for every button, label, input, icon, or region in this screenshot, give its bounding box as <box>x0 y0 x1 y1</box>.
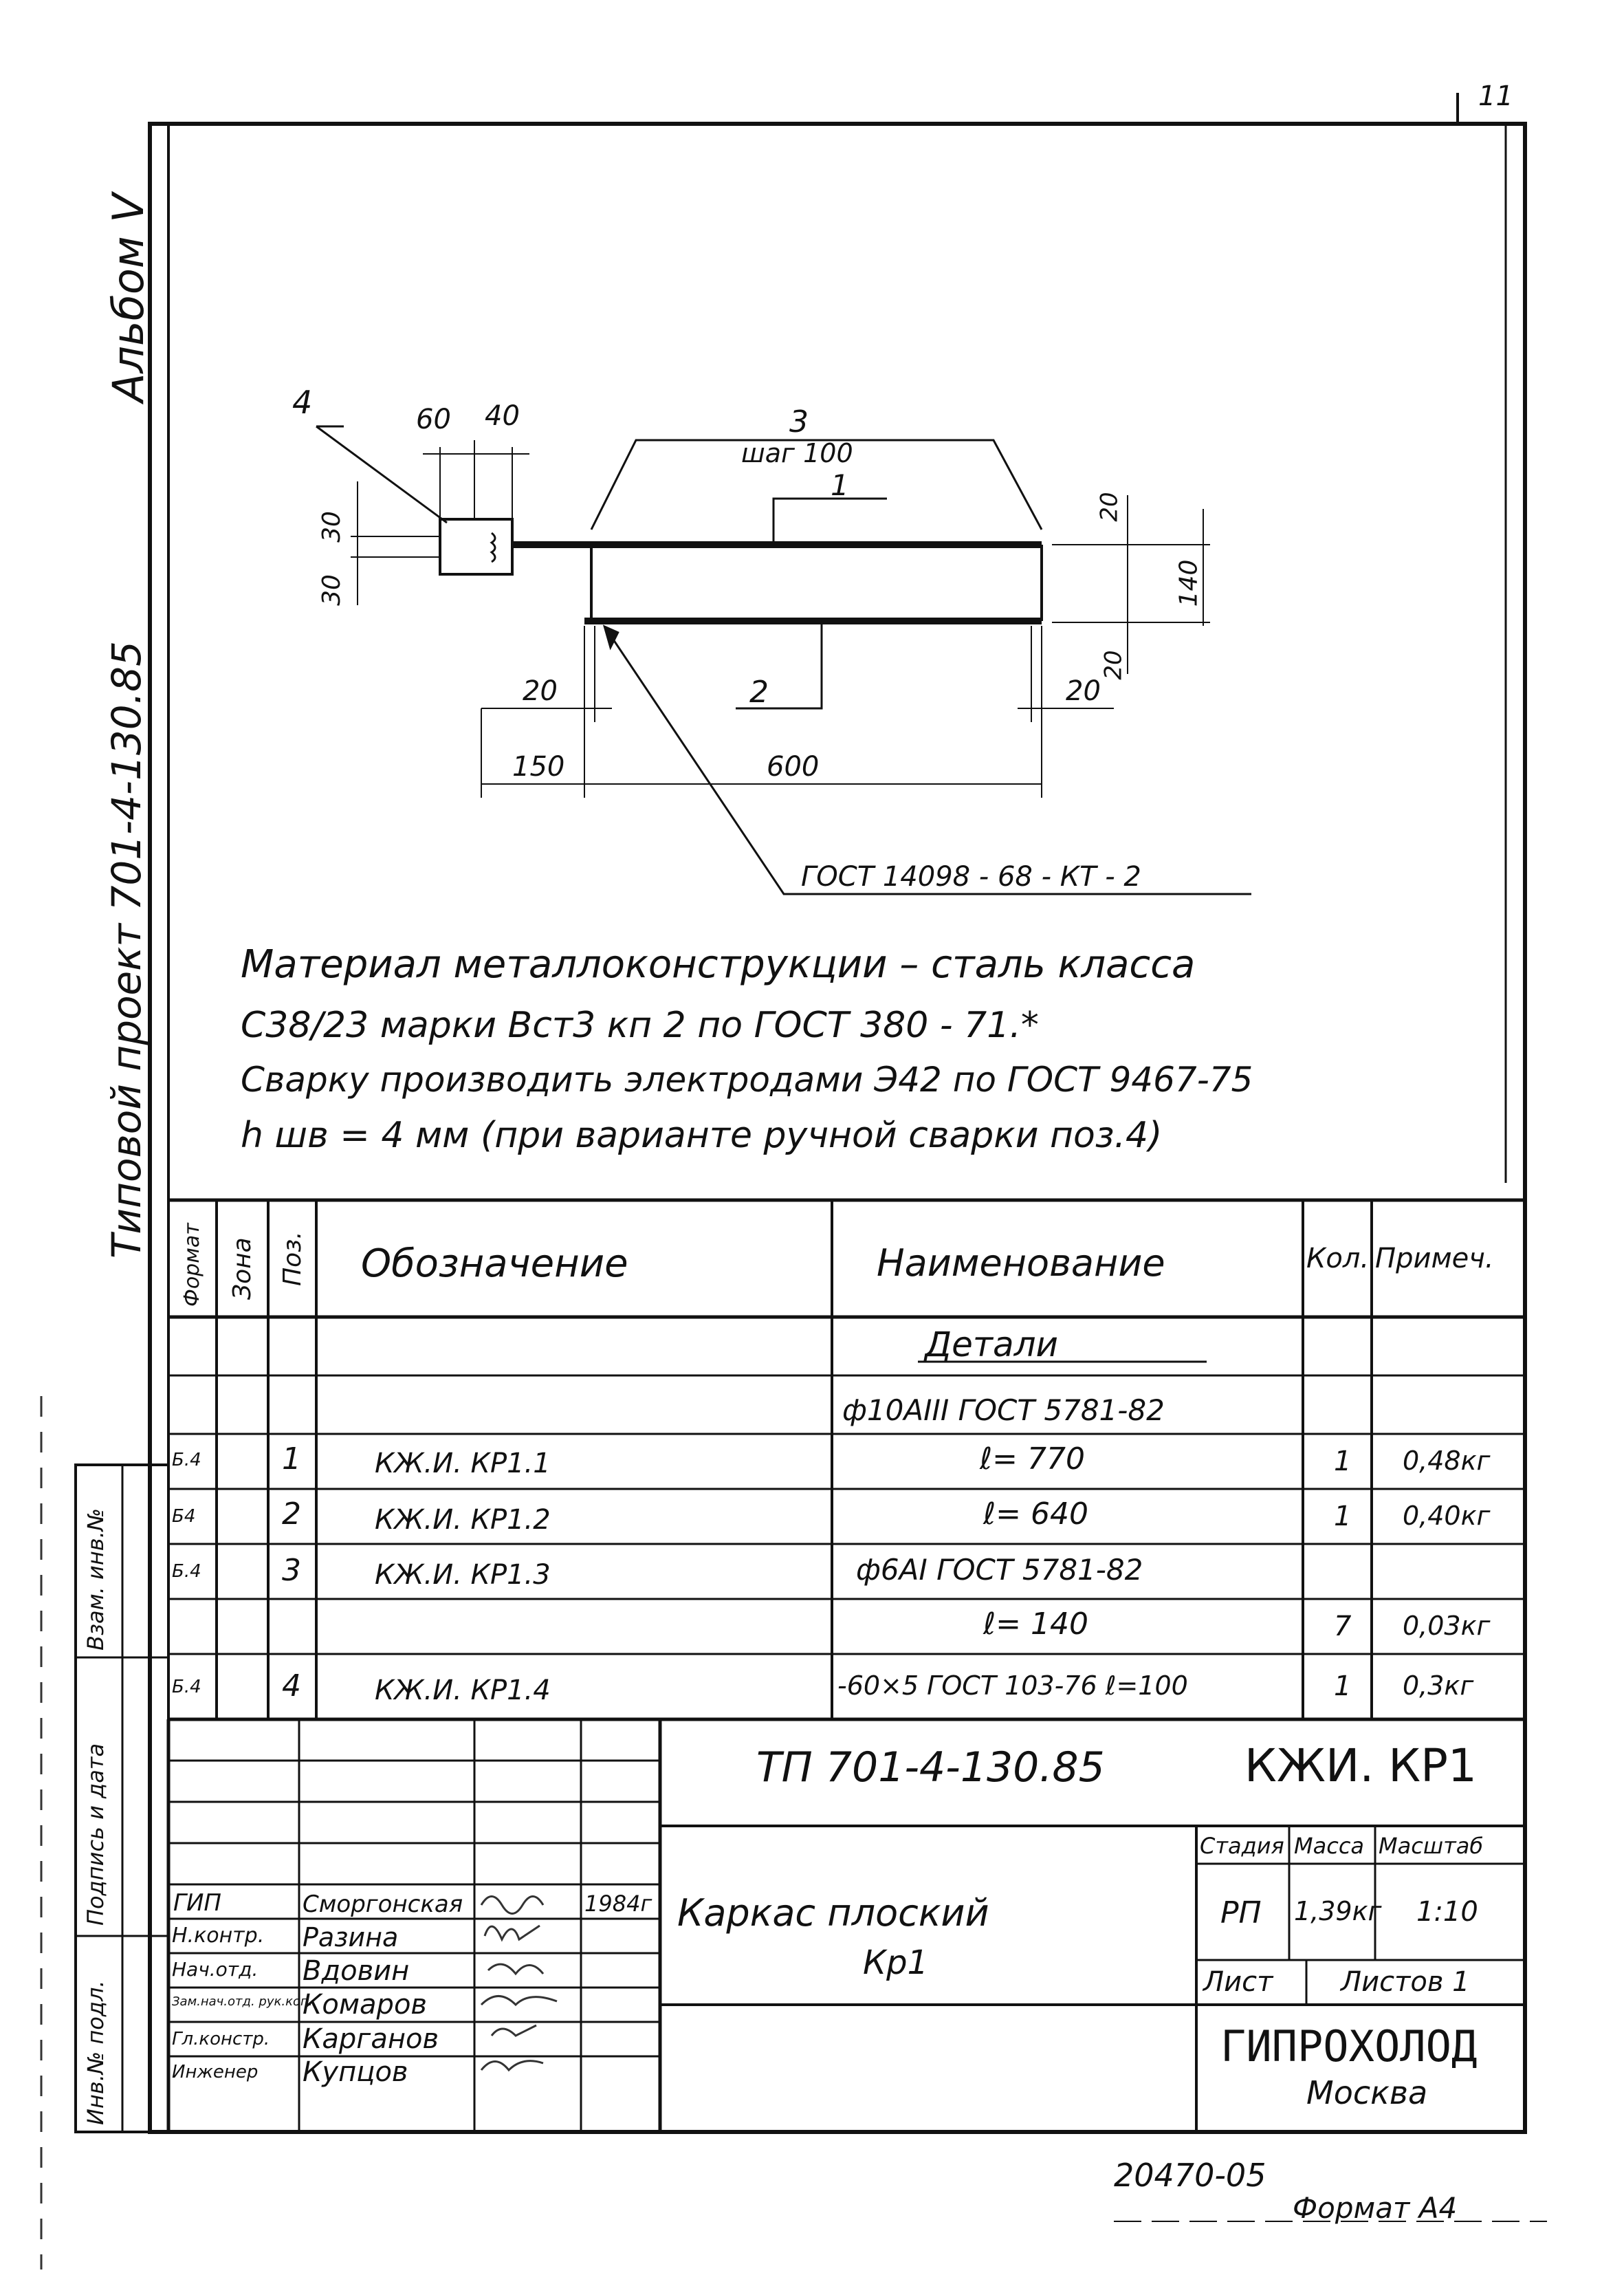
staff-role-nkontr: Н.контр. <box>172 1924 265 1948</box>
scale-value: 1:10 <box>1416 1896 1478 1928</box>
step-label: шаг 100 <box>741 438 853 468</box>
staff-role-engineer: Инженер <box>172 2062 259 2082</box>
spec-row-3-designation: КЖ.И. КР1.3 <box>375 1559 551 1591</box>
spec-header-zone: Зона <box>228 1237 256 1300</box>
spec-row-1-name: ℓ= 770 <box>980 1441 1086 1477</box>
gost-weld-label: ГОСТ 14098 - 68 - КТ - 2 <box>801 861 1141 893</box>
mass-label: Масса <box>1294 1833 1365 1859</box>
spec-row-5-pos: 4 <box>282 1668 301 1703</box>
spec-row-4-name: ℓ= 140 <box>983 1607 1089 1642</box>
dim-140: 140 <box>1174 559 1203 607</box>
spec-row-5-name: -60×5 ГОСТ 103-76 ℓ=100 <box>837 1670 1188 1701</box>
spec-row-5-qty: 1 <box>1334 1670 1352 1702</box>
staff-role-zamnach: Зам.нач.отд. рук.коп. <box>172 1994 313 2009</box>
sheet-frame <box>148 122 1527 2134</box>
spec-header-designation: Обозначение <box>361 1241 628 1286</box>
organization: ГИПРОХОЛОД <box>1220 2021 1478 2071</box>
note-line-3: Сварку производить электродами Э42 по ГО… <box>241 1060 1253 1100</box>
approval-year: 1984г <box>584 1891 652 1917</box>
drawing-code: КЖИ. КР1 <box>1244 1739 1477 1792</box>
spec-header-name: Наименование <box>877 1241 1165 1285</box>
label-pos3: 3 <box>789 404 809 439</box>
spec-row-2-name: ℓ= 640 <box>983 1496 1089 1532</box>
spec-group-details: Детали <box>925 1325 1059 1364</box>
drawing-title-1: Каркас плоский <box>677 1891 989 1935</box>
spec-row-1-qty: 1 <box>1334 1446 1352 1477</box>
dim-150: 150 <box>512 751 565 783</box>
stage-value: РП <box>1220 1895 1262 1930</box>
dim-30-top: 30 <box>317 511 346 543</box>
staff-role-gip: ГИП <box>173 1889 221 1917</box>
spec-row-2-format: Б4 <box>172 1506 196 1527</box>
dim-20-right-bottom: 20 <box>1099 650 1128 680</box>
dim-20-bottom-right: 20 <box>1066 675 1101 707</box>
scale-label: Масштаб <box>1379 1833 1484 1859</box>
spec-row-3-name: ф6АI ГОСТ 5781-82 <box>856 1553 1143 1587</box>
page-corner-number: 11 <box>1478 80 1513 112</box>
note-line-1: Материал металлоконструкции – сталь клас… <box>241 942 1196 987</box>
staff-name-gip: Сморгонская <box>303 1891 463 1918</box>
note-line-2: С38/23 марки Вст3 кп 2 по ГОСТ 380 - 71.… <box>241 1005 1039 1046</box>
sheet-label: Лист <box>1203 1966 1273 1998</box>
sheets-label: Листов 1 <box>1341 1966 1470 1998</box>
album-label: Альбом V <box>103 193 153 402</box>
spec-header-pos: Поз. <box>278 1231 307 1286</box>
note-line-4: h шв = 4 мм (при варианте ручной сварки … <box>241 1115 1163 1156</box>
spec-row-4-note: 0,03кг <box>1403 1611 1491 1641</box>
staff-name-nachotd: Вдовин <box>303 1955 410 1987</box>
spec-row-5-format: Б.4 <box>172 1677 201 1697</box>
project-label: Типовой проект 701-4-130.85 <box>103 641 150 1259</box>
spec-row-3-pos: 3 <box>282 1553 301 1588</box>
spec-row-1-format: Б.4 <box>172 1450 201 1470</box>
label-pos1: 1 <box>831 468 849 502</box>
spec-row-2-note: 0,40кг <box>1403 1501 1491 1531</box>
stage-label: Стадия <box>1200 1833 1284 1859</box>
side-stamp-sign-date: Подпись и дата <box>83 1743 109 1926</box>
staff-role-glkonstr: Гл.констр. <box>172 2029 270 2049</box>
city: Москва <box>1306 2074 1428 2111</box>
spec-row-5-note: 0,3кг <box>1403 1670 1474 1701</box>
spec-row-1-note: 0,48кг <box>1403 1446 1491 1476</box>
label-pos4: 4 <box>292 384 313 421</box>
project-code: ТП 701-4-130.85 <box>756 1743 1105 1792</box>
staff-name-nkontr: Разина <box>303 1922 399 1952</box>
spec-row-5-designation: КЖ.И. КР1.4 <box>375 1675 551 1706</box>
staff-name-zamnach: Комаров <box>303 1989 427 2021</box>
spec-row-2-qty: 1 <box>1334 1501 1352 1532</box>
spec-row-1-pos: 1 <box>282 1441 301 1477</box>
dim-40: 40 <box>485 400 520 432</box>
dim-20-right-top: 20 <box>1095 492 1123 522</box>
side-stamp-vzam: Взам. инв.№ <box>83 1507 109 1651</box>
spec-header-qty: Кол. <box>1306 1243 1370 1274</box>
spec-row-2-designation: КЖ.И. КР1.2 <box>375 1504 551 1536</box>
dim-60: 60 <box>416 404 451 435</box>
spec-row-1-designation: КЖ.И. КР1.1 <box>375 1448 551 1479</box>
staff-name-engineer: Купцов <box>303 2056 408 2088</box>
staff-role-nachotd: Нач.отд. <box>172 1958 259 1981</box>
label-pos2: 2 <box>749 675 769 710</box>
spec-header-format: Формат <box>180 1223 204 1307</box>
footer-format: Формат А4 <box>1293 2191 1458 2225</box>
dim-20-left: 20 <box>523 675 558 707</box>
side-stamp-inv: Инв.№ подл. <box>83 1980 109 2125</box>
spec-row-3-format: Б.4 <box>172 1561 201 1582</box>
spec-header-note: Примеч. <box>1375 1243 1494 1274</box>
spec-row-2-pos: 2 <box>282 1496 301 1532</box>
dim-30-bottom: 30 <box>317 574 346 606</box>
footer-number: 20470-05 <box>1114 2157 1266 2194</box>
signatures <box>480 1895 558 2072</box>
mass-value: 1,39кг <box>1294 1896 1382 1926</box>
spec-material-10: ф10АIII ГОСТ 5781-82 <box>842 1393 1165 1427</box>
staff-name-glkonstr: Карганов <box>303 2023 439 2055</box>
drawing-title-2: Кр1 <box>863 1944 929 1982</box>
dim-600: 600 <box>767 751 820 783</box>
spec-row-4-qty: 7 <box>1334 1611 1352 1642</box>
